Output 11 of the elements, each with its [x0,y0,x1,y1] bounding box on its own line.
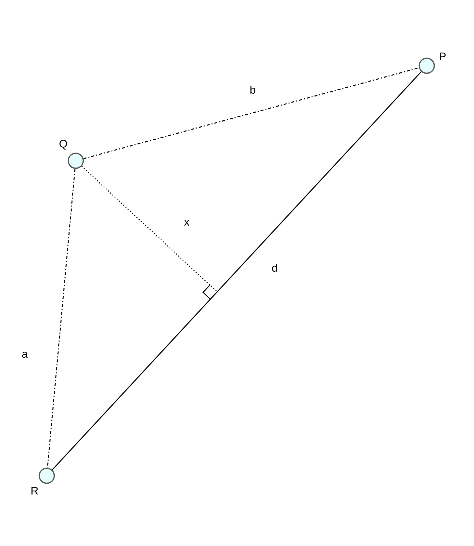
line [52,71,422,471]
line [83,68,420,160]
line [81,166,218,293]
node-label: P [440,52,446,60]
edge-label: x [184,220,190,226]
node-label: Q [60,140,68,150]
edge-label: b [250,86,256,94]
edge-label: a [22,352,28,358]
line [47,168,76,468]
edge-label: d [272,264,278,272]
node-label: R [32,487,38,495]
